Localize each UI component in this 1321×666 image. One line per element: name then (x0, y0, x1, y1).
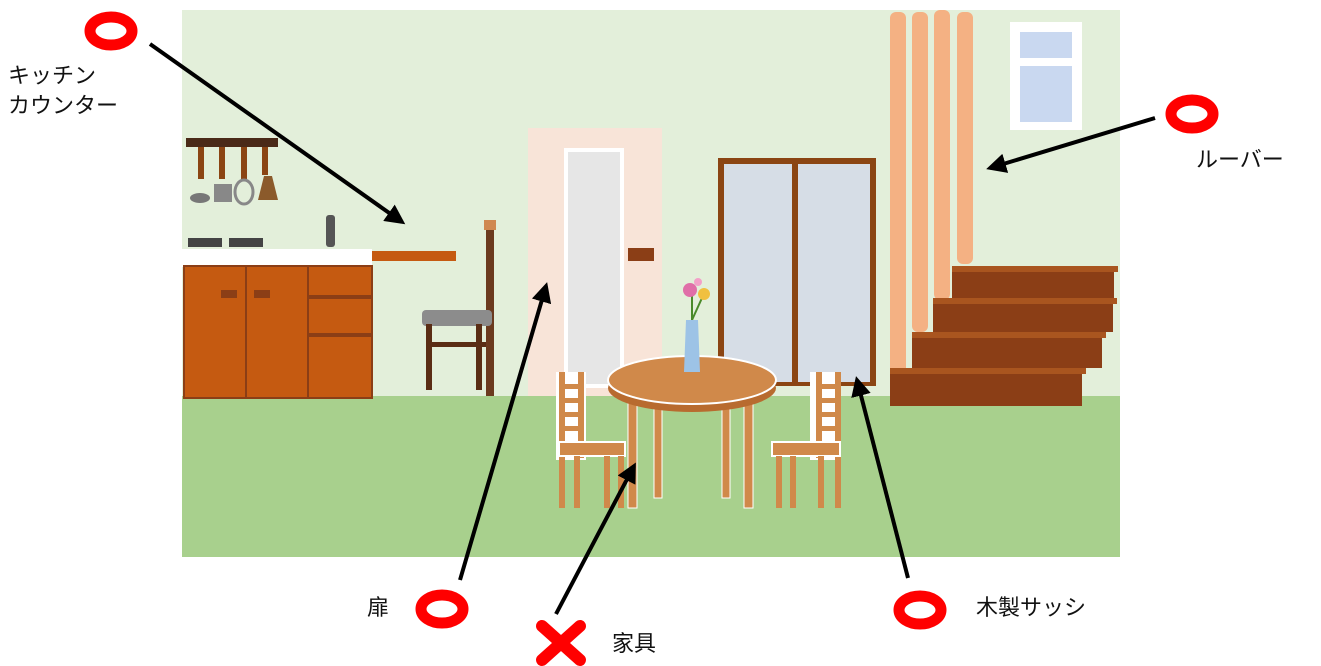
window (1010, 22, 1082, 130)
label-louver: ルーバー (1196, 148, 1284, 173)
door (528, 128, 662, 396)
floor (182, 396, 1120, 557)
dining-table (607, 355, 777, 509)
louver (890, 10, 973, 374)
circle-mark-wooden-sash (893, 590, 947, 630)
label-kitchen-counter-line1: キッチン (8, 64, 97, 89)
kitchen-counter (182, 215, 456, 399)
circle-mark-door (415, 589, 469, 629)
arrow-furniture (554, 462, 636, 615)
bar-chair (422, 220, 496, 396)
label-door: 扉 (367, 596, 390, 621)
arrow-louver (986, 116, 1156, 173)
label-furniture: 家具 (612, 632, 657, 657)
label-kitchen-counter-line2: カウンター (8, 94, 119, 119)
circle-mark-kitchen-counter (84, 11, 138, 51)
flower-vase (683, 278, 710, 372)
circle-mark-louver (1165, 94, 1219, 134)
label-kitchen-counter: キッチン カウンター (8, 62, 118, 122)
dining-set (556, 278, 841, 509)
arrow-kitchen-counter (148, 42, 406, 225)
cross-mark-furniture (536, 620, 586, 666)
utensil-rack (186, 138, 278, 206)
staircase (890, 266, 1118, 406)
label-wooden-sash: 木製サッシ (976, 596, 1087, 621)
dining-chair-right (771, 372, 841, 508)
wooden-sash (718, 158, 876, 386)
arrow-wooden-sash (851, 376, 910, 579)
arrow-door (458, 282, 552, 581)
